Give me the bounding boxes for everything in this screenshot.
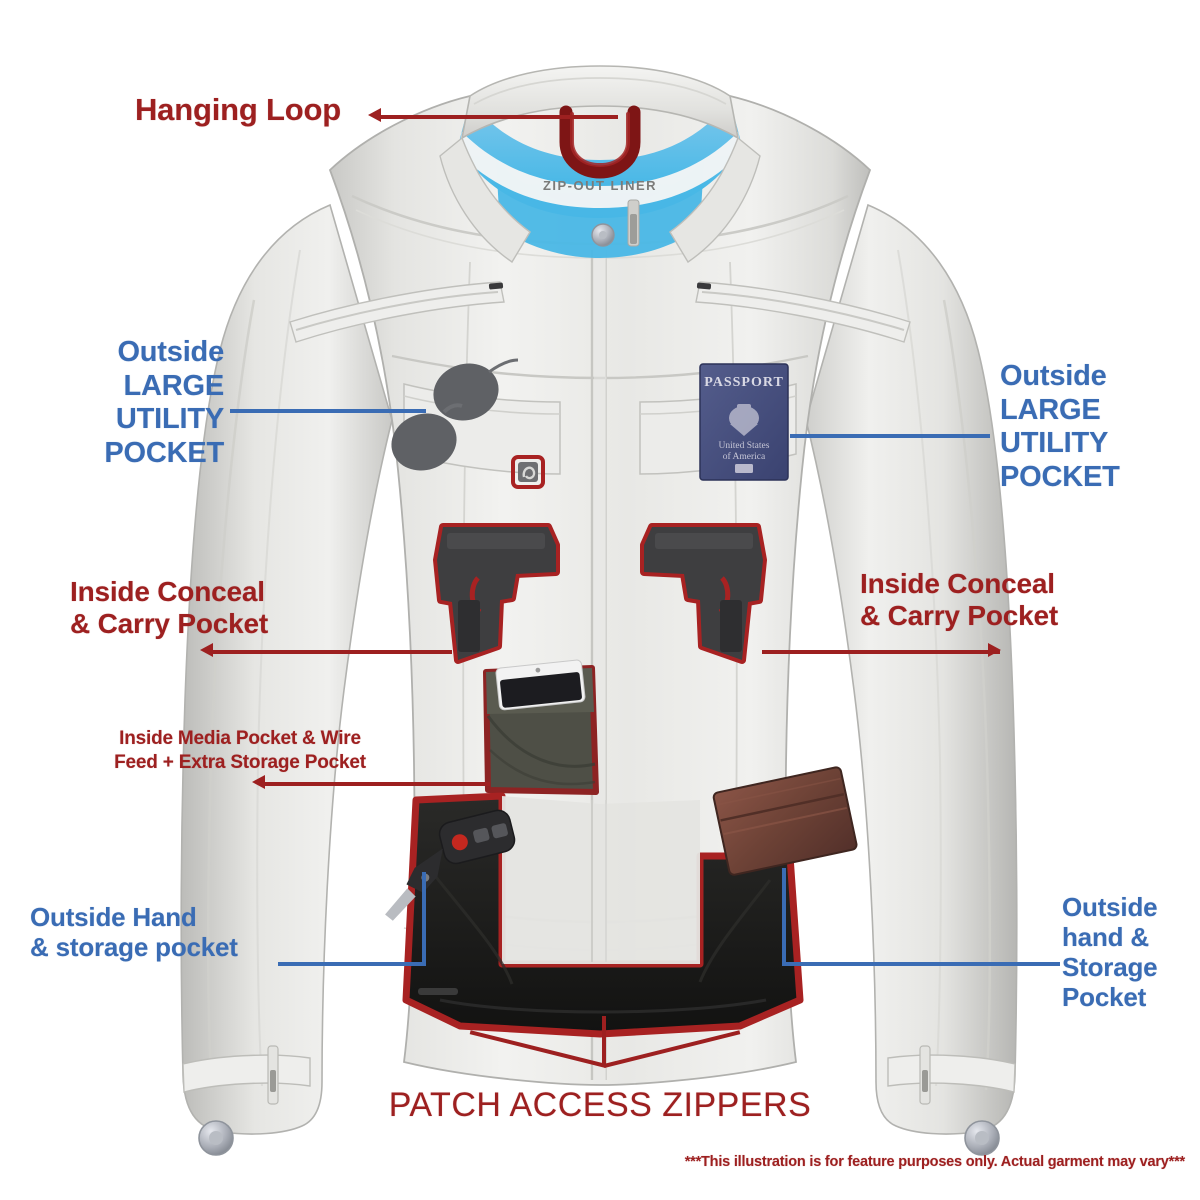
- label-outside-large-utility-right: Outside LARGE UTILITY POCKET: [1000, 360, 1120, 493]
- label-inside-media-pocket: Inside Media Pocket & Wire Feed + Extra …: [114, 728, 366, 773]
- wallet-graphic: [712, 766, 858, 876]
- label-inside-conceal-right: Inside Conceal & Carry Pocket: [860, 568, 1058, 632]
- label-patch-access-zippers: PATCH ACCESS ZIPPERS: [388, 1086, 812, 1124]
- keys-graphic: [385, 809, 516, 921]
- leader-conceal-right: [762, 650, 1000, 654]
- pistol-right-graphic: [640, 523, 767, 664]
- svg-text:of America: of America: [723, 451, 766, 462]
- leader-conceal-left: [212, 650, 452, 654]
- label-inside-conceal-left: Inside Conceal & Carry Pocket: [70, 576, 268, 640]
- leader-hand-right: [782, 962, 1060, 966]
- arrow-conceal-right: [988, 643, 1001, 657]
- leader-patch-vertical: [602, 1016, 606, 1066]
- svg-text:United States: United States: [719, 441, 770, 451]
- label-outside-large-utility-left: Outside LARGE UTILITY POCKET: [104, 336, 224, 469]
- media-pocket-graphic: [483, 659, 599, 795]
- sunglasses-graphic: [391, 358, 519, 471]
- zip-out-liner-text: ZIP-OUT LINER: [543, 178, 657, 193]
- patch-access-pocket-graphic: [402, 792, 804, 1038]
- label-outside-hand-left: Outside Hand & storage pocket: [30, 902, 238, 963]
- pistol-left-graphic: [433, 523, 560, 664]
- arrow-hanging-loop: [368, 108, 381, 122]
- leader-hand-left: [278, 962, 426, 966]
- label-disclaimer: ***This illustration is for feature purp…: [684, 1154, 1186, 1170]
- leader-hand-right-vertical: [782, 868, 786, 966]
- label-outside-hand-right: Outside hand & Storage Pocket: [1062, 892, 1158, 1013]
- leader-outside-utility-left: [230, 409, 426, 413]
- snap-detail-highlight: [511, 455, 545, 489]
- leader-hand-left-vertical: [422, 872, 426, 966]
- label-hanging-loop: Hanging Loop: [135, 92, 341, 127]
- leader-outside-utility-right: [790, 434, 990, 438]
- svg-text:PASSPORT: PASSPORT: [704, 375, 784, 390]
- leader-hanging-loop: [380, 115, 618, 119]
- arrow-media-pocket: [252, 775, 265, 789]
- arrow-conceal-left: [200, 643, 213, 657]
- leader-media-pocket: [262, 782, 490, 786]
- passport-graphic: PASSPORT United States of America: [699, 363, 789, 481]
